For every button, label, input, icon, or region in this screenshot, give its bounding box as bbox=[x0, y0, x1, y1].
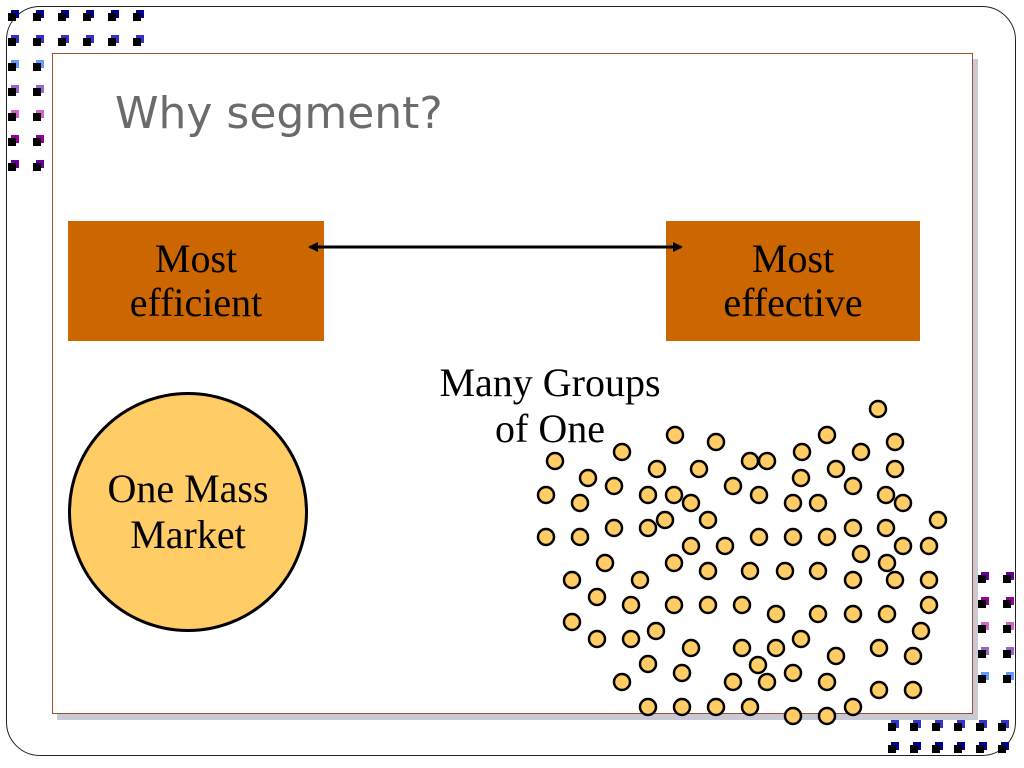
group-of-one-dot bbox=[878, 487, 894, 503]
group-of-one-dot bbox=[930, 512, 946, 528]
group-of-one-dot bbox=[810, 495, 826, 511]
group-of-one-dot bbox=[887, 572, 903, 588]
group-of-one-dot bbox=[725, 674, 741, 690]
group-of-one-dot bbox=[666, 555, 682, 571]
group-of-one-dot bbox=[828, 648, 844, 664]
group-of-one-dot bbox=[879, 555, 895, 571]
group-of-one-dot bbox=[905, 648, 921, 664]
group-of-one-dot bbox=[879, 606, 895, 622]
group-of-one-dot bbox=[734, 597, 750, 613]
group-of-one-dot bbox=[614, 674, 630, 690]
group-of-one-dot bbox=[683, 538, 699, 554]
group-of-one-dot bbox=[564, 572, 580, 588]
group-of-one-dot bbox=[810, 606, 826, 622]
many-groups-line2: of One bbox=[400, 406, 700, 452]
group-of-one-dot bbox=[785, 708, 801, 724]
group-of-one-dot bbox=[640, 699, 656, 715]
group-of-one-dot bbox=[606, 520, 622, 536]
group-of-one-dot bbox=[913, 623, 929, 639]
group-of-one-dot bbox=[640, 520, 656, 536]
group-of-one-dot bbox=[905, 682, 921, 698]
group-of-one-dot bbox=[597, 555, 613, 571]
group-of-one-dot bbox=[759, 453, 775, 469]
group-of-one-dot bbox=[793, 631, 809, 647]
group-of-one-dot bbox=[895, 538, 911, 554]
group-of-one-dot bbox=[606, 478, 622, 494]
group-of-one-dot bbox=[708, 699, 724, 715]
group-of-one-dot bbox=[734, 640, 750, 656]
group-of-one-dot bbox=[572, 529, 588, 545]
group-of-one-dot bbox=[828, 461, 844, 477]
group-of-one-dot bbox=[785, 665, 801, 681]
group-of-one-dot bbox=[589, 589, 605, 605]
group-of-one-dot bbox=[589, 631, 605, 647]
group-of-one-dot bbox=[819, 427, 835, 443]
group-of-one-dot bbox=[547, 453, 563, 469]
group-of-one-dot bbox=[538, 487, 554, 503]
many-groups-line1: Many Groups bbox=[400, 360, 700, 406]
group-of-one-dot bbox=[921, 572, 937, 588]
group-of-one-dot bbox=[793, 470, 809, 486]
group-of-one-dot bbox=[700, 597, 716, 613]
group-of-one-dot bbox=[666, 597, 682, 613]
group-of-one-dot bbox=[564, 614, 580, 630]
group-of-one-dot bbox=[751, 487, 767, 503]
group-of-one-dot bbox=[895, 495, 911, 511]
group-of-one-dot bbox=[785, 495, 801, 511]
group-of-one-dot bbox=[751, 529, 767, 545]
group-of-one-dot bbox=[666, 487, 682, 503]
group-of-one-dot bbox=[538, 529, 554, 545]
group-of-one-dot bbox=[640, 656, 656, 672]
group-of-one-dot bbox=[717, 538, 733, 554]
group-of-one-dot bbox=[700, 512, 716, 528]
group-of-one-dot bbox=[819, 529, 835, 545]
group-of-one-dot bbox=[878, 520, 894, 536]
group-of-one-dot bbox=[725, 478, 741, 494]
group-of-one-dot bbox=[648, 623, 664, 639]
group-of-one-dot bbox=[845, 699, 861, 715]
group-of-one-dot bbox=[853, 444, 869, 460]
group-of-one-dot bbox=[623, 597, 639, 613]
group-of-one-dot bbox=[768, 640, 784, 656]
group-of-one-dot bbox=[649, 461, 665, 477]
group-of-one-dot bbox=[580, 470, 596, 486]
group-of-one-dot bbox=[845, 478, 861, 494]
group-of-one-dot bbox=[742, 453, 758, 469]
group-of-one-dot bbox=[742, 699, 758, 715]
group-of-one-dot bbox=[683, 495, 699, 511]
group-of-one-dot bbox=[845, 606, 861, 622]
group-of-one-dot bbox=[777, 563, 793, 579]
group-of-one-dot bbox=[640, 487, 656, 503]
group-of-one-dot bbox=[845, 572, 861, 588]
group-of-one-dot bbox=[921, 597, 937, 613]
group-of-one-dot bbox=[572, 495, 588, 511]
group-of-one-dot bbox=[742, 563, 758, 579]
group-of-one-dot bbox=[708, 434, 724, 450]
group-of-one-dot bbox=[768, 606, 784, 622]
group-of-one-dot bbox=[921, 538, 937, 554]
group-of-one-dot bbox=[845, 520, 861, 536]
group-of-one-dot bbox=[674, 665, 690, 681]
group-of-one-dot bbox=[683, 640, 699, 656]
group-of-one-dot bbox=[887, 434, 903, 450]
group-of-one-dot bbox=[794, 444, 810, 460]
group-of-one-dot bbox=[819, 708, 835, 724]
many-groups-label: Many Groups of One bbox=[400, 360, 700, 452]
group-of-one-dot bbox=[870, 401, 886, 417]
group-of-one-dot bbox=[759, 674, 775, 690]
group-of-one-dot bbox=[819, 674, 835, 690]
group-of-one-dot bbox=[887, 461, 903, 477]
group-of-one-dot bbox=[632, 572, 648, 588]
group-of-one-dot bbox=[871, 682, 887, 698]
group-of-one-dot bbox=[623, 631, 639, 647]
group-of-one-dot bbox=[810, 563, 826, 579]
group-of-one-dot bbox=[700, 563, 716, 579]
group-of-one-dot bbox=[853, 546, 869, 562]
group-of-one-dot bbox=[750, 657, 766, 673]
group-of-one-dot bbox=[657, 512, 673, 528]
group-of-one-dot bbox=[785, 529, 801, 545]
group-of-one-dot bbox=[691, 461, 707, 477]
group-of-one-dot bbox=[674, 699, 690, 715]
group-of-one-dot bbox=[871, 640, 887, 656]
